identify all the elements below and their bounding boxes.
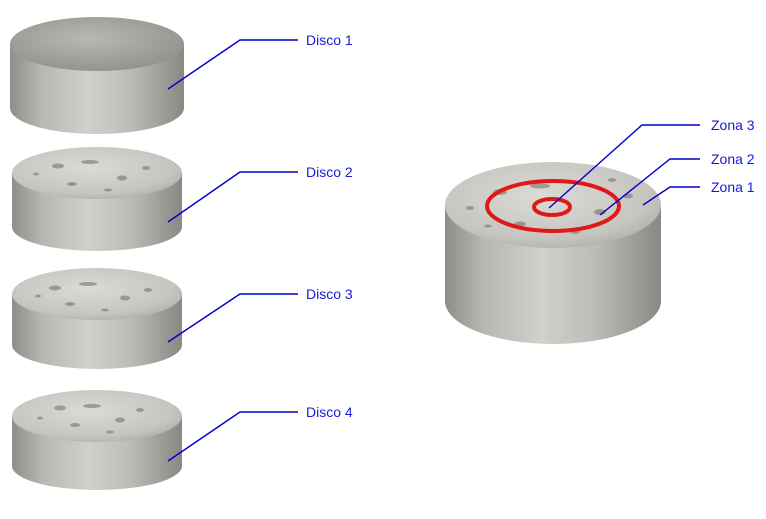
leader-disco-4 xyxy=(167,411,298,462)
label-zona-3: Zona 3 xyxy=(711,117,755,133)
leader-zona-2 xyxy=(599,158,700,216)
leader-lines xyxy=(167,39,700,462)
leader-disco-3 xyxy=(167,293,298,343)
disc-1 xyxy=(10,17,184,134)
leader-zona-1 xyxy=(642,186,700,206)
disc-4 xyxy=(12,390,182,490)
label-disco-1: Disco 1 xyxy=(306,32,353,48)
label-disco-2: Disco 2 xyxy=(306,164,353,180)
label-zona-2: Zona 2 xyxy=(711,151,755,167)
zone-3-ring xyxy=(532,197,572,217)
zone-core xyxy=(445,162,661,344)
leader-disco-1 xyxy=(167,39,298,90)
label-disco-3: Disco 3 xyxy=(306,286,353,302)
zone-2-ring xyxy=(485,179,621,233)
leader-disco-2 xyxy=(167,171,298,223)
leader-zona-3 xyxy=(548,124,700,209)
disc-3 xyxy=(12,268,182,369)
disc-stack xyxy=(10,17,184,490)
disc-2 xyxy=(12,147,182,251)
label-disco-4: Disco 4 xyxy=(306,404,353,420)
label-zona-1: Zona 1 xyxy=(711,179,755,195)
